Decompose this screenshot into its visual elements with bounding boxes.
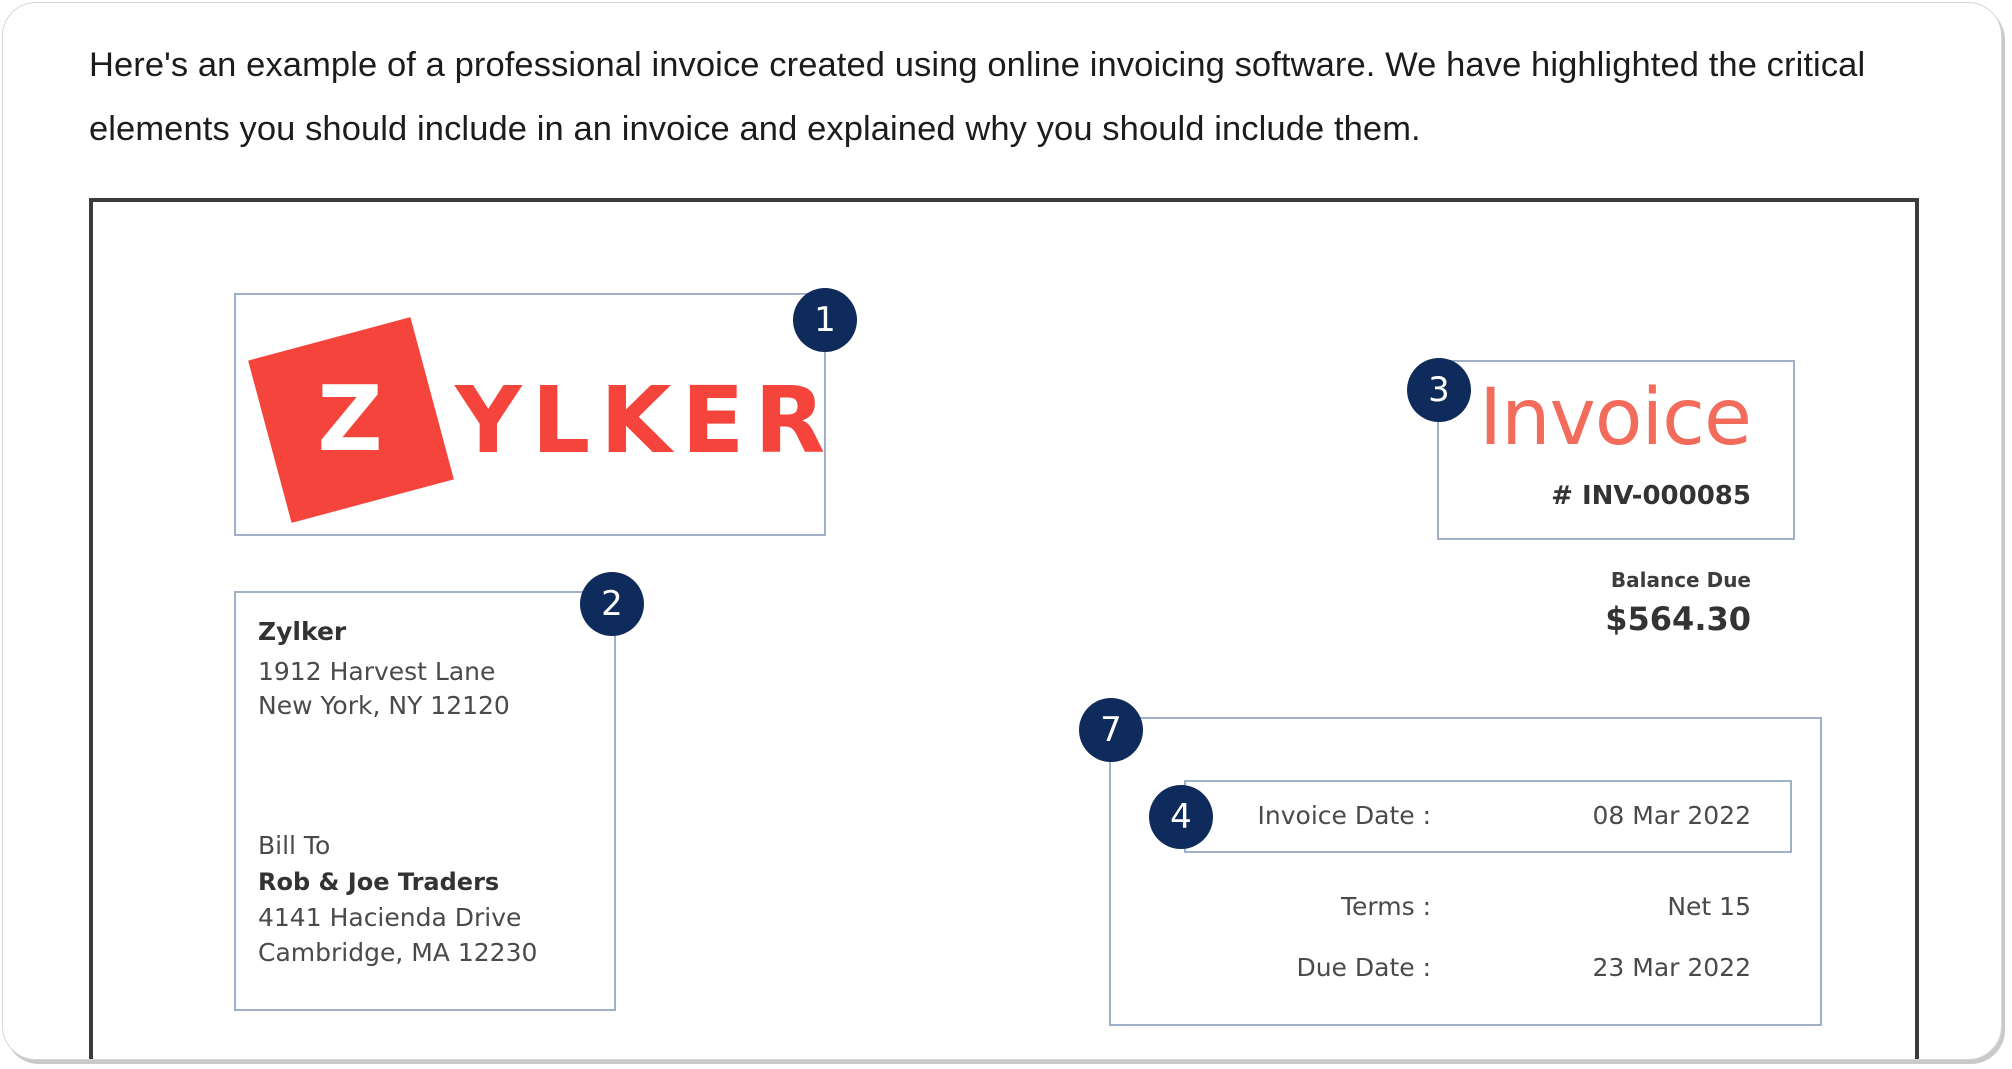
terms-label: Terms : <box>1341 892 1431 921</box>
highlight-details-box <box>1109 717 1822 1026</box>
callout-badge-3: 3 <box>1407 358 1471 422</box>
callout-badge-7: 7 <box>1079 698 1143 762</box>
bill-to-label: Bill To <box>258 831 331 860</box>
terms-value: Net 15 <box>1667 892 1751 921</box>
callout-badge-1: 1 <box>793 288 857 352</box>
bill-to-address-line2: Cambridge, MA 12230 <box>258 938 538 967</box>
bill-to-name: Rob & Joe Traders <box>258 868 500 896</box>
invoice-date-value: 08 Mar 2022 <box>1592 801 1752 830</box>
intro-paragraph: Here's an example of a professional invo… <box>89 46 1866 148</box>
highlight-address-box <box>234 591 616 1011</box>
balance-due-amount: $564.30 <box>1605 600 1751 638</box>
sender-name: Zylker <box>258 617 347 646</box>
invoice-title: Invoice <box>1479 373 1752 463</box>
due-date-label: Due Date : <box>1296 953 1431 982</box>
due-date-value: 23 Mar 2022 <box>1592 953 1752 982</box>
highlight-logo-box <box>234 293 826 536</box>
logo-mark-letter: Z <box>317 367 383 472</box>
callout-badge-4: 4 <box>1149 785 1213 849</box>
sender-address-line1: 1912 Harvest Lane <box>258 657 496 686</box>
invoice-number: # INV-000085 <box>1551 481 1751 511</box>
balance-due-label: Balance Due <box>1610 568 1751 592</box>
invoice-date-label: Invoice Date : <box>1257 801 1431 830</box>
sender-address-line2: New York, NY 12120 <box>258 691 510 720</box>
highlight-invoice-title-box <box>1437 360 1795 540</box>
logo-wordmark: YLKER <box>455 367 836 474</box>
callout-badge-2: 2 <box>580 572 644 636</box>
bill-to-address-line1: 4141 Hacienda Drive <box>258 903 522 932</box>
